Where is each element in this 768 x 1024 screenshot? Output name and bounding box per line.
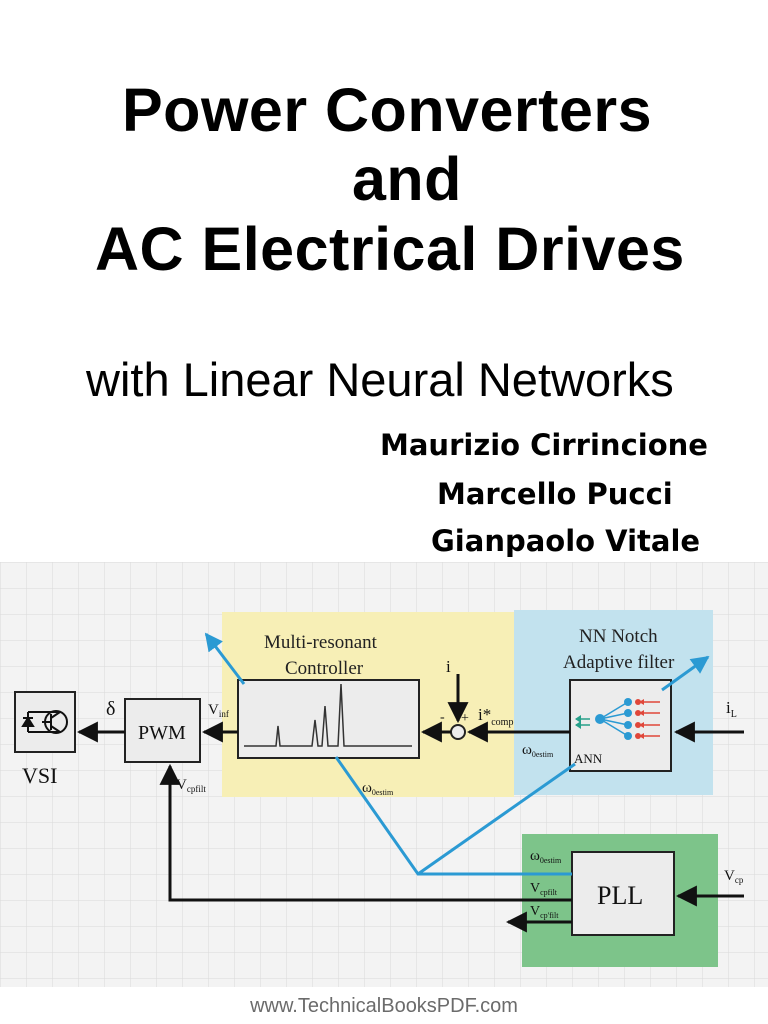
pll-vcpfilt-label: Vcpfilt bbox=[530, 881, 558, 897]
icomp-label: i*comp bbox=[478, 705, 513, 728]
resonant-peaks bbox=[244, 683, 412, 747]
pwm-block bbox=[124, 698, 201, 763]
author-2: Marcello Pucci bbox=[437, 477, 673, 511]
notch-label-2: Adaptive filter bbox=[563, 652, 675, 673]
pll-vcp2filt-label: Vcp'filt bbox=[530, 904, 559, 920]
omega-ann-label: ω0estim bbox=[522, 742, 554, 759]
title-line-2: and bbox=[352, 145, 462, 213]
subtitle: with Linear Neural Networks bbox=[86, 353, 674, 406]
summing-junction bbox=[450, 724, 466, 740]
omega-to-ann-blue bbox=[417, 762, 576, 876]
pll-block bbox=[571, 851, 675, 936]
ann-label: ANN bbox=[574, 751, 603, 766]
block-diagram: VSI PWM Multi-resonant Controller - + NN… bbox=[0, 562, 768, 987]
i-label: i bbox=[446, 657, 451, 676]
controller-out-blue bbox=[204, 632, 246, 685]
omega-controller-label: ω0estim bbox=[362, 780, 394, 797]
footer-url: www.TechnicalBooksPDF.com bbox=[250, 995, 518, 1017]
plus-sign: + bbox=[461, 711, 469, 726]
vcpfilt-feedback-line bbox=[159, 763, 572, 902]
controller-label-1: Multi-resonant bbox=[264, 632, 378, 653]
vcpfilt-label: Vcpfilt bbox=[176, 777, 206, 794]
pwm-label: PWM bbox=[138, 722, 186, 744]
neural-network-icon bbox=[575, 698, 660, 740]
minus-sign: - bbox=[440, 710, 445, 725]
vref-label: Vinf bbox=[208, 702, 229, 719]
vcp-label: Vcp bbox=[724, 868, 744, 885]
author-3: Gianpaolo Vitale bbox=[431, 524, 701, 558]
author-1: Maurizio Cirrincione bbox=[380, 428, 708, 462]
notch-label-1: NN Notch bbox=[579, 626, 658, 647]
iL-label: iL bbox=[726, 698, 737, 720]
notch-out-blue bbox=[661, 655, 710, 692]
omega-pll-label: ω0estim bbox=[530, 848, 562, 865]
title-line-3: AC Electrical Drives bbox=[95, 215, 685, 283]
delta-label: δ bbox=[106, 698, 115, 720]
transistor-icon bbox=[21, 710, 68, 734]
vsi-label: VSI bbox=[22, 763, 57, 788]
pll-label: PLL bbox=[597, 881, 643, 910]
controller-label-2: Controller bbox=[285, 658, 364, 679]
title-line-1: Power Converters bbox=[122, 76, 653, 144]
